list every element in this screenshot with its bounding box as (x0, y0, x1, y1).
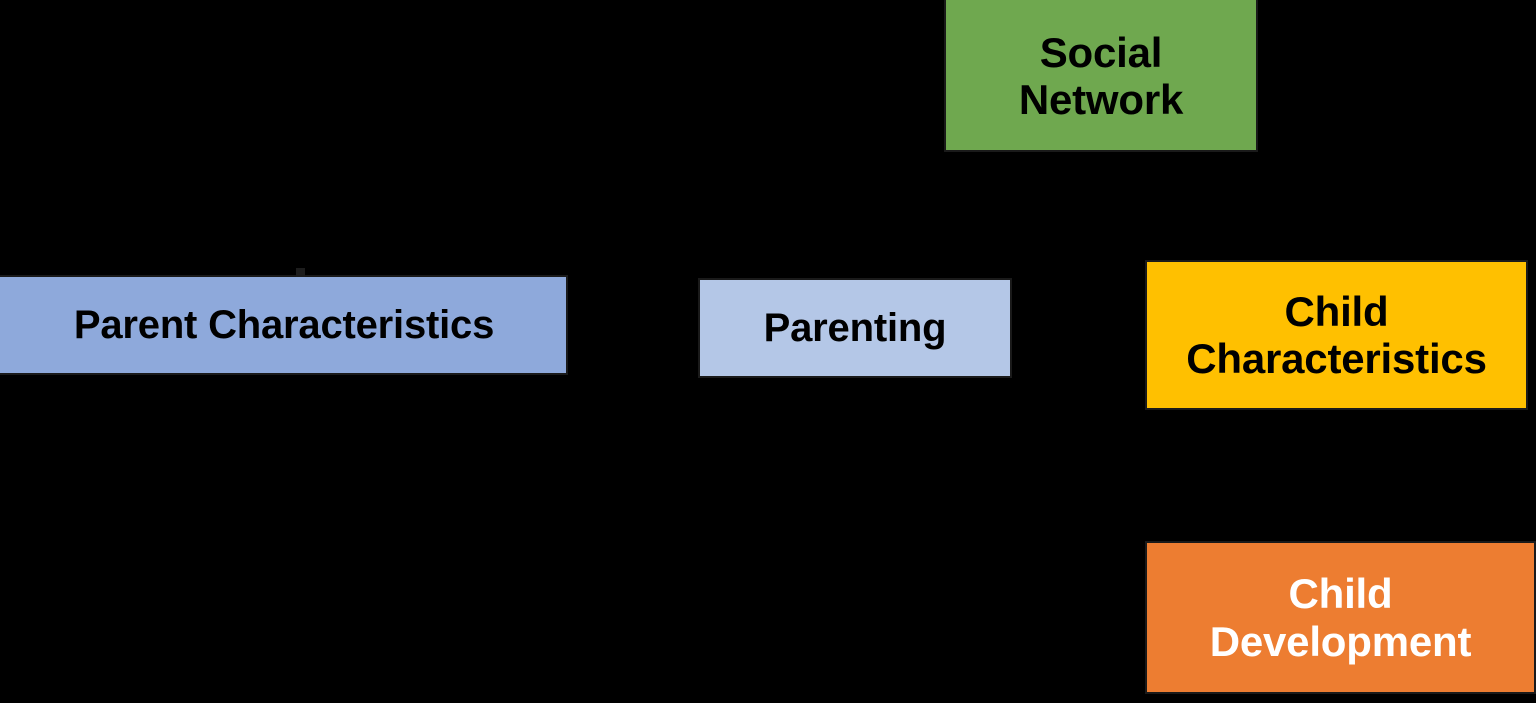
node-parent-characteristics-label: Parent Characteristics (73, 302, 495, 347)
node-parenting-label: Parenting (763, 305, 947, 350)
node-child-development-label: Child Development (1209, 570, 1472, 665)
node-child-characteristics-label: Child Characteristics (1186, 287, 1487, 382)
node-child-characteristics[interactable]: Child Characteristics (1145, 260, 1528, 410)
node-social-network-label: Social Network (1018, 28, 1184, 123)
node-parenting[interactable]: Parenting (698, 278, 1012, 378)
node-parent-characteristics[interactable]: Parent Characteristics (0, 275, 568, 375)
node-child-development[interactable]: Child Development (1145, 541, 1536, 694)
connector-stub-icon (296, 268, 305, 277)
node-social-network[interactable]: Social Network (944, 0, 1258, 152)
